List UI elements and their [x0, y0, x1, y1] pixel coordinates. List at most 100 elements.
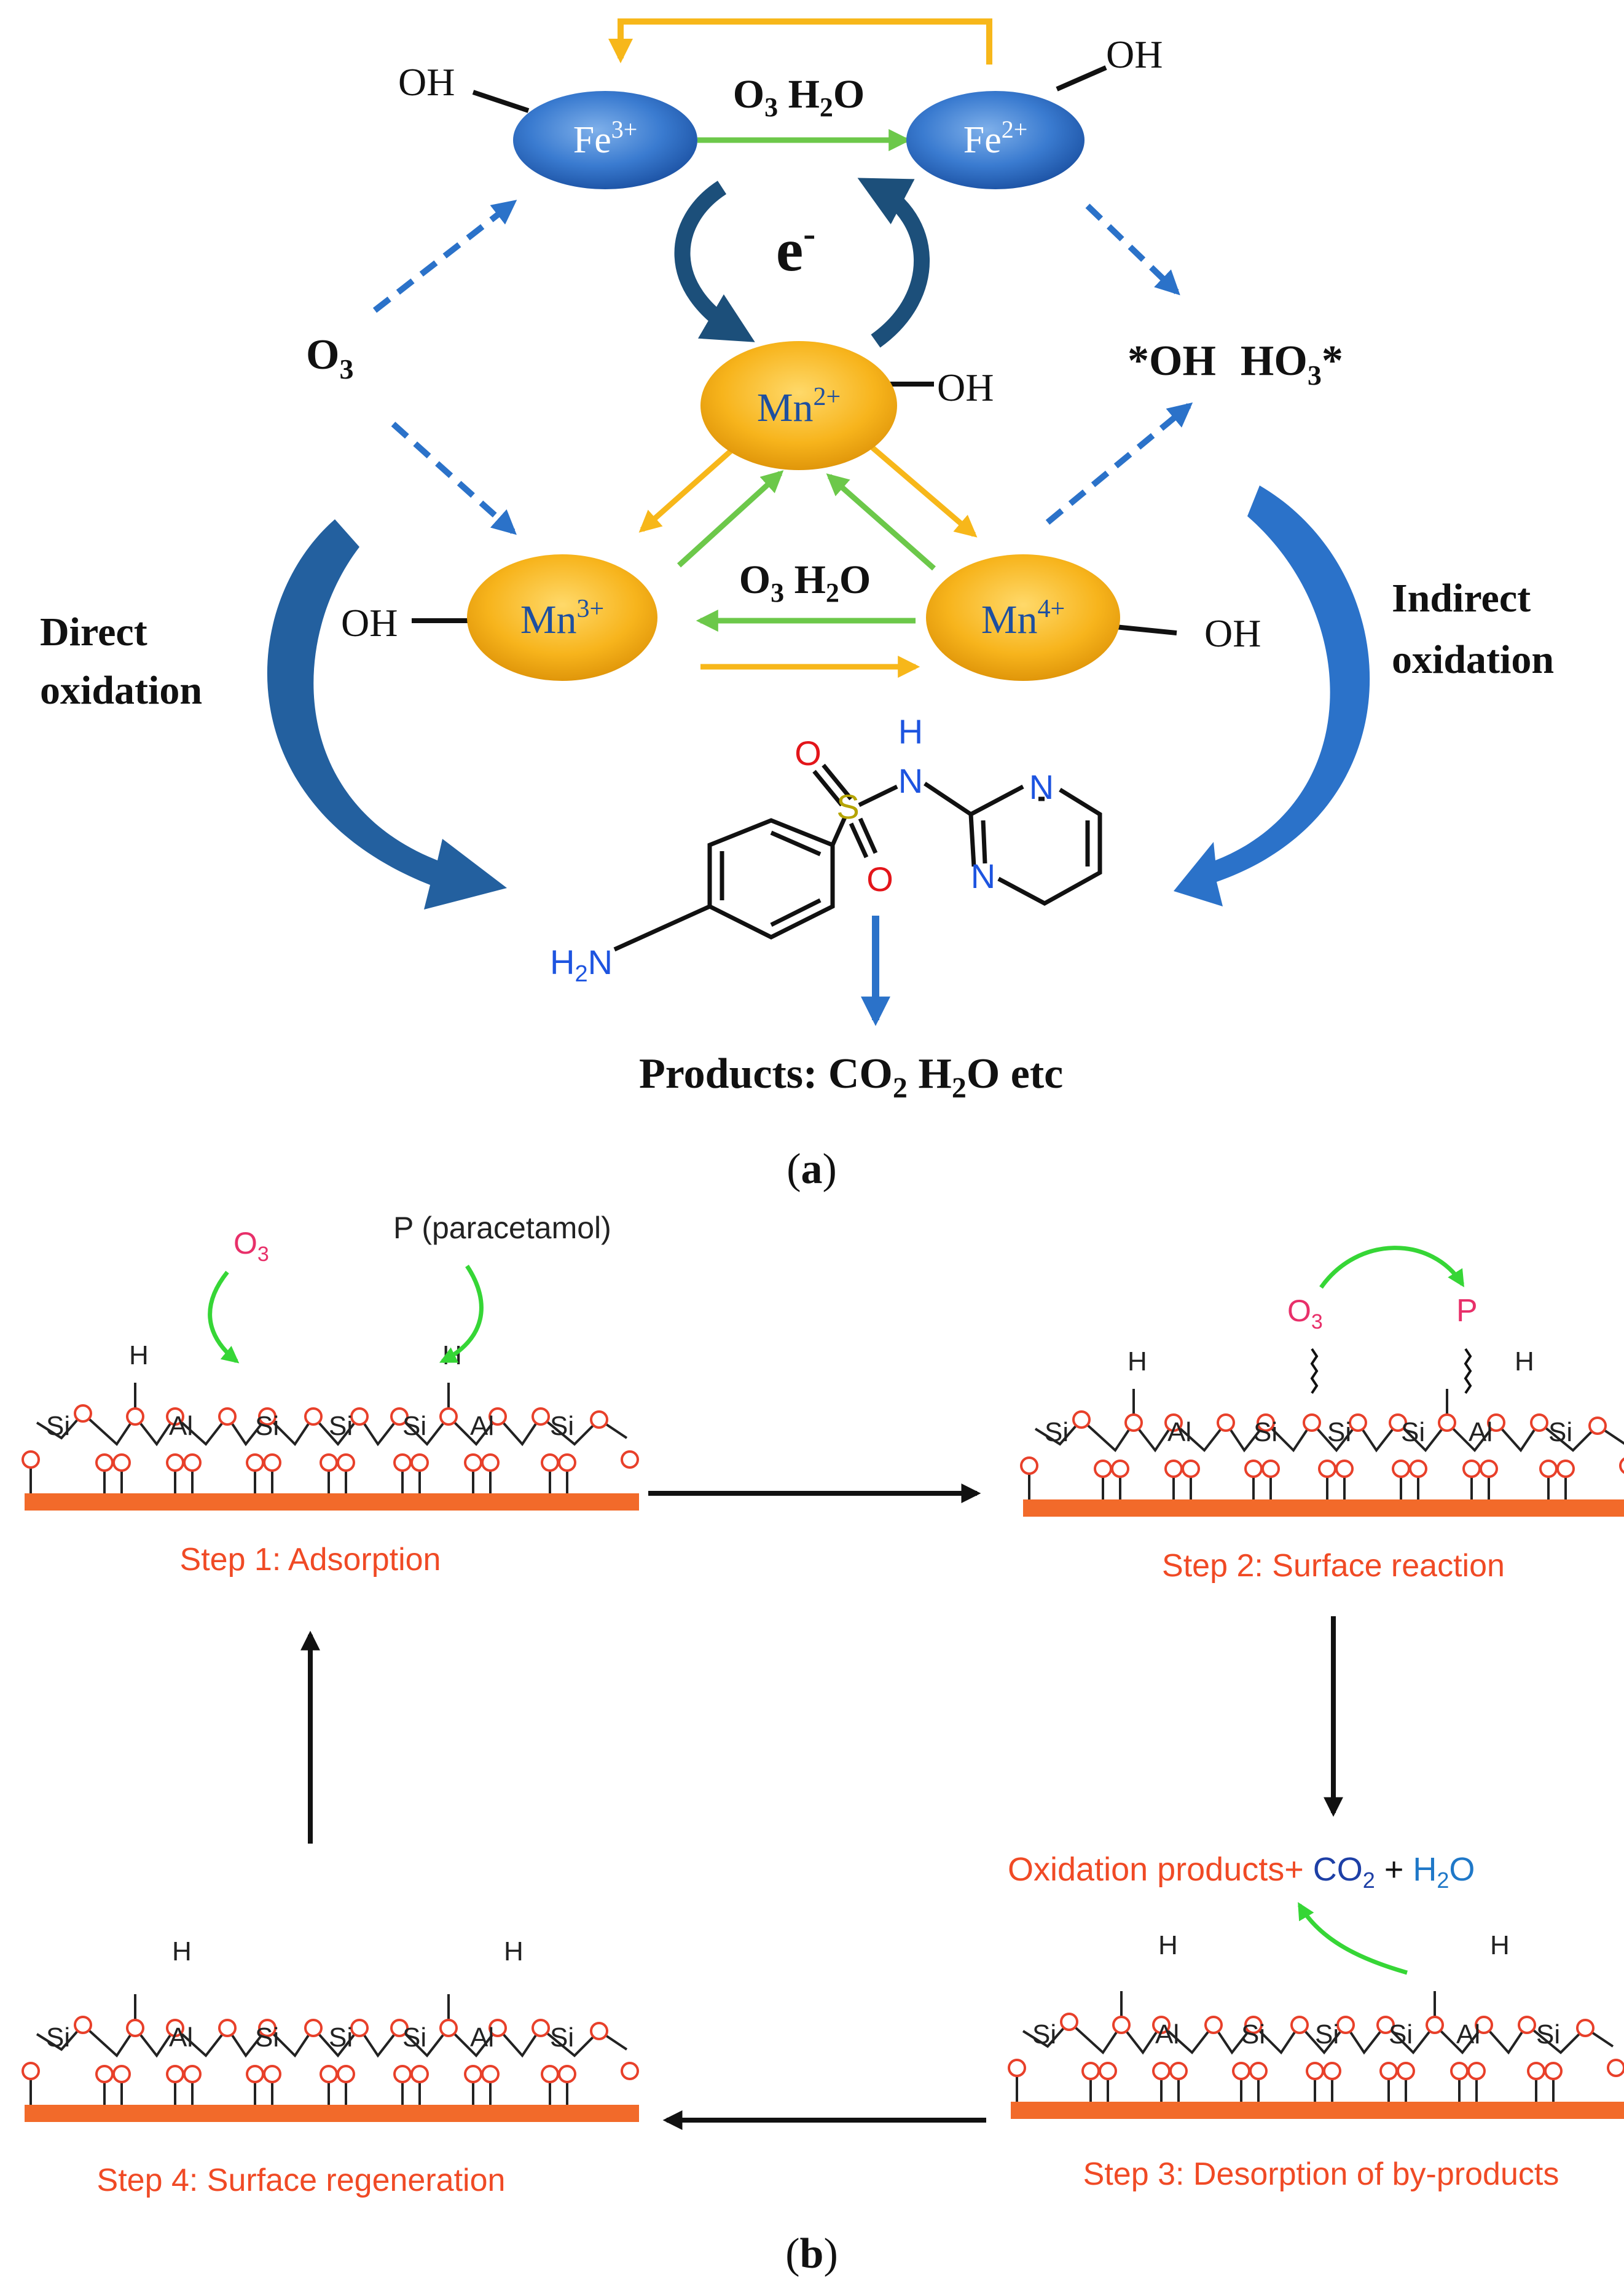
sulfadiazine-molecule — [613, 763, 1102, 952]
svg-text:H: H — [898, 712, 923, 751]
step3-surface — [1008, 1990, 1624, 2120]
fe2-ion — [906, 91, 1085, 189]
step3-label: Step 3: Desorption of by-products — [1083, 2156, 1559, 2192]
fe-to-radicals-arrow — [1085, 203, 1180, 296]
mn4-oh-label: OH — [1204, 611, 1261, 655]
mn3-oh-label: OH — [341, 601, 398, 645]
mn3-label: Mn3+ — [520, 595, 604, 642]
svg-text:Si: Si — [1045, 1417, 1069, 1447]
step3-atoms: Si Al Si Si Si Al Si H H — [1032, 1930, 1560, 2049]
svg-text:Si: Si — [1327, 1417, 1351, 1447]
step2-transfer-arrow — [1319, 1246, 1464, 1289]
svg-text:Si: Si — [1389, 2019, 1413, 2049]
fe3-ion — [513, 91, 697, 189]
step2-atoms: Si Al Si Si Si Al Si H H — [1045, 1346, 1572, 1447]
svg-text:H: H — [172, 1936, 192, 1967]
mn2-ion — [700, 341, 897, 470]
ozone-label: O3 — [306, 331, 353, 385]
step3-desorption-arrow — [1297, 1902, 1408, 1975]
svg-text:Si: Si — [1241, 2019, 1265, 2049]
mid-reagents: O3 H2O — [739, 557, 871, 608]
svg-text:Si: Si — [255, 1411, 279, 1441]
direct-oxidation-label: Direct oxidation — [40, 610, 202, 713]
fe-regeneration-arrow — [608, 18, 992, 65]
svg-text:O: O — [794, 734, 822, 772]
oxidation-products-label: Oxidation products+ CO2 + H2O — [1008, 1851, 1475, 1893]
fe2-oh-label: OH — [1106, 33, 1163, 76]
svg-text:H: H — [1515, 1346, 1534, 1377]
svg-text:Al: Al — [169, 2022, 193, 2053]
svg-text:H: H — [504, 1936, 524, 1967]
step4-atoms: Si Al Si Si Si Al Si H H — [46, 1936, 574, 2053]
step1-p-label: P (paracetamol) — [393, 1211, 611, 1245]
electron-arrow-left — [674, 181, 755, 342]
step2-p-label: P — [1456, 1293, 1478, 1329]
svg-text:O: O — [866, 860, 893, 898]
svg-text:N: N — [1029, 768, 1054, 806]
svg-text:Al: Al — [1155, 2019, 1179, 2049]
molecule-atoms: O O S H N N N H2N — [550, 712, 1054, 987]
svg-text:Si: Si — [402, 1411, 426, 1441]
mn4-label: Mn4+ — [981, 595, 1065, 642]
step2-o3-label: O3 — [1287, 1294, 1323, 1334]
svg-text:Si: Si — [1032, 2019, 1056, 2049]
svg-text:Al: Al — [1469, 1417, 1493, 1447]
svg-text:Si: Si — [46, 2022, 70, 2053]
ozone-to-mn-arrow — [391, 422, 517, 535]
electron-arrow-right — [857, 178, 930, 348]
svg-text:Si: Si — [1548, 1417, 1572, 1447]
step4-label: Step 4: Surface regeneration — [97, 2163, 506, 2198]
fe2-label: Fe2+ — [963, 116, 1028, 161]
mn3-ion — [467, 554, 657, 681]
svg-text:Si: Si — [329, 1411, 353, 1441]
svg-text:N: N — [898, 761, 923, 800]
svg-text:H: H — [129, 1340, 149, 1370]
svg-text:S: S — [836, 787, 859, 826]
mn2-label: Mn2+ — [757, 383, 841, 430]
svg-text:Si: Si — [402, 2022, 426, 2053]
mn4-ion — [926, 554, 1120, 681]
step1-o3-label: O3 — [233, 1226, 269, 1266]
svg-text:H: H — [1158, 1930, 1178, 1960]
svg-text:Si: Si — [255, 2022, 279, 2053]
svg-text:Si: Si — [550, 1411, 574, 1441]
panel-b-caption: (b) — [785, 2230, 838, 2277]
svg-text:Al: Al — [1167, 1417, 1191, 1447]
mn3-to-mn2-arrow — [677, 470, 784, 568]
products-label: Products: CO2 H2O etc — [639, 1050, 1063, 1104]
step1-p-arrow — [439, 1265, 484, 1364]
svg-text:Si: Si — [46, 1411, 70, 1441]
ozone-to-fe-arrow — [372, 200, 517, 313]
mn4-to-mn2-arrow — [826, 473, 936, 571]
svg-text:Si: Si — [1401, 1417, 1425, 1447]
svg-text:Al: Al — [470, 2022, 494, 2053]
svg-text:N: N — [971, 857, 995, 895]
svg-text:Al: Al — [1456, 2019, 1480, 2049]
mn-to-radicals-arrow — [1045, 402, 1193, 525]
svg-text:Si: Si — [329, 2022, 353, 2053]
indirect-oxidation-arrow — [1174, 485, 1370, 906]
fe3-oh-label: OH — [398, 60, 455, 104]
top-reagents: O3 H2O — [733, 72, 865, 122]
step1-label: Step 1: Adsorption — [180, 1542, 441, 1578]
step2-label: Step 2: Surface reaction — [1162, 1548, 1505, 1584]
mn2-oh-label: OH — [937, 366, 994, 409]
svg-text:H2N: H2N — [550, 943, 613, 987]
fe3-label: Fe3+ — [573, 116, 638, 161]
svg-text:Al: Al — [169, 1411, 193, 1441]
svg-text:Si: Si — [1315, 2019, 1339, 2049]
mn2-to-mn4-arrow — [865, 440, 978, 538]
electron-label: e- — [776, 213, 815, 284]
svg-text:H: H — [1128, 1346, 1147, 1377]
svg-text:Si: Si — [1536, 2019, 1560, 2049]
svg-text:H: H — [1490, 1930, 1510, 1960]
svg-text:Si: Si — [550, 2022, 574, 2053]
svg-text:Si: Si — [1253, 1417, 1277, 1447]
step4-surface — [22, 1993, 640, 2123]
step1-surface — [22, 1381, 640, 1512]
